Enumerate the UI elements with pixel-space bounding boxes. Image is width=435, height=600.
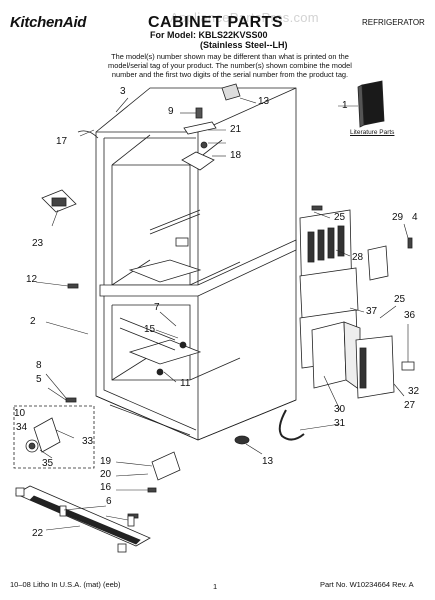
watermark: AppliancePartsPros.com — [170, 10, 319, 25]
callout-32: 32 — [408, 386, 420, 397]
callout-6: 6 — [106, 496, 112, 507]
detail-box — [13, 405, 95, 469]
callout-3: 3 — [120, 86, 126, 97]
callout-13-top: 13 — [258, 96, 270, 107]
callout-13-bottom: 13 — [262, 456, 274, 467]
callout-7: 7 — [154, 302, 160, 313]
callout-8: 8 — [36, 360, 42, 371]
callout-20: 20 — [100, 469, 112, 480]
callout-1: 1 — [342, 100, 348, 111]
callout-18: 18 — [230, 150, 242, 161]
callout-31: 31 — [334, 418, 346, 429]
page-title: CABINET PARTS — [148, 14, 284, 31]
callout-4: 4 — [412, 212, 418, 223]
callout-25-lower: 25 — [394, 294, 406, 305]
bottom-hinge-detail — [25, 417, 61, 453]
callout-5: 5 — [36, 374, 42, 385]
callout-17: 17 — [56, 136, 68, 147]
callout-12: 12 — [26, 274, 38, 285]
callout-33: 33 — [82, 436, 94, 447]
callout-10: 10 — [14, 408, 26, 419]
callout-35: 35 — [42, 458, 54, 469]
callout-15: 15 — [144, 324, 156, 335]
model-notice: The model(s) number shown may be differe… — [108, 52, 352, 79]
callout-2: 2 — [30, 316, 36, 327]
grille-clip-part — [59, 505, 67, 517]
appliance-category: REFRIGERATOR — [362, 18, 425, 27]
cabinet-body — [95, 87, 297, 441]
callout-16: 16 — [100, 482, 112, 493]
callout-36: 36 — [404, 310, 416, 321]
callout-30: 30 — [334, 404, 346, 415]
top-cover-part — [221, 83, 241, 101]
callout-11: 11 — [180, 378, 191, 389]
toe-grille — [15, 485, 151, 553]
callout-21: 21 — [230, 124, 242, 135]
brand-logo: KitchenAid — [10, 14, 87, 31]
model-line: For Model: KBLS22KVSS00 — [150, 30, 268, 40]
leveling-foot — [234, 435, 250, 445]
callout-34: 34 — [16, 422, 28, 433]
callout-19: 19 — [100, 456, 112, 467]
part-number: Part No. W10234664 Rev. A — [320, 580, 414, 589]
wire-part — [77, 130, 99, 139]
callout-22: 22 — [32, 528, 44, 539]
callout-29: 29 — [392, 212, 404, 223]
page-number: 1 — [213, 582, 218, 591]
model-variant: (Stainless Steel--LH) — [200, 40, 288, 50]
callout-9: 9 — [168, 106, 174, 117]
callout-25-upper: 25 — [334, 212, 346, 223]
callout-28: 28 — [352, 252, 364, 263]
top-hinge-assembly — [181, 107, 217, 171]
footer-print-info: 10–08 Litho In U.S.A. (mat) (eeb) — [10, 580, 121, 589]
light-housing-part — [41, 189, 77, 213]
callout-23: 23 — [32, 238, 44, 249]
hinge-bracket — [151, 451, 181, 481]
literature-parts-icon — [357, 80, 385, 128]
rear-panel-parts — [299, 209, 415, 399]
literature-parts-label: Literature Parts — [350, 129, 395, 136]
leader-lines — [35, 97, 409, 531]
callout-37: 37 — [366, 306, 378, 317]
drain-tube — [278, 409, 305, 441]
grille-clip-part — [127, 515, 135, 527]
callout-27: 27 — [404, 400, 416, 411]
